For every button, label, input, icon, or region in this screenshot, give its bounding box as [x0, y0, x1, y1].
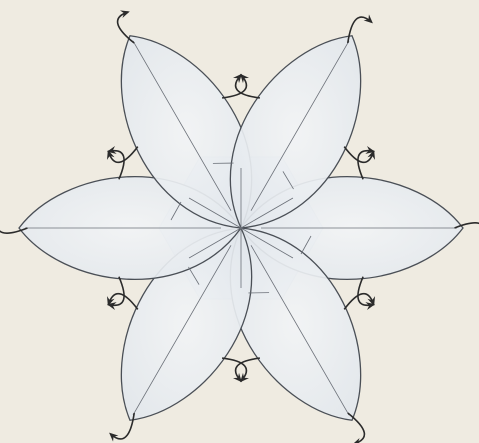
curved-arrow-icon [358, 151, 373, 180]
curved-arrow-icon [358, 277, 373, 306]
curved-arrow-icon [109, 151, 124, 180]
curved-arrow-icon [109, 277, 124, 306]
